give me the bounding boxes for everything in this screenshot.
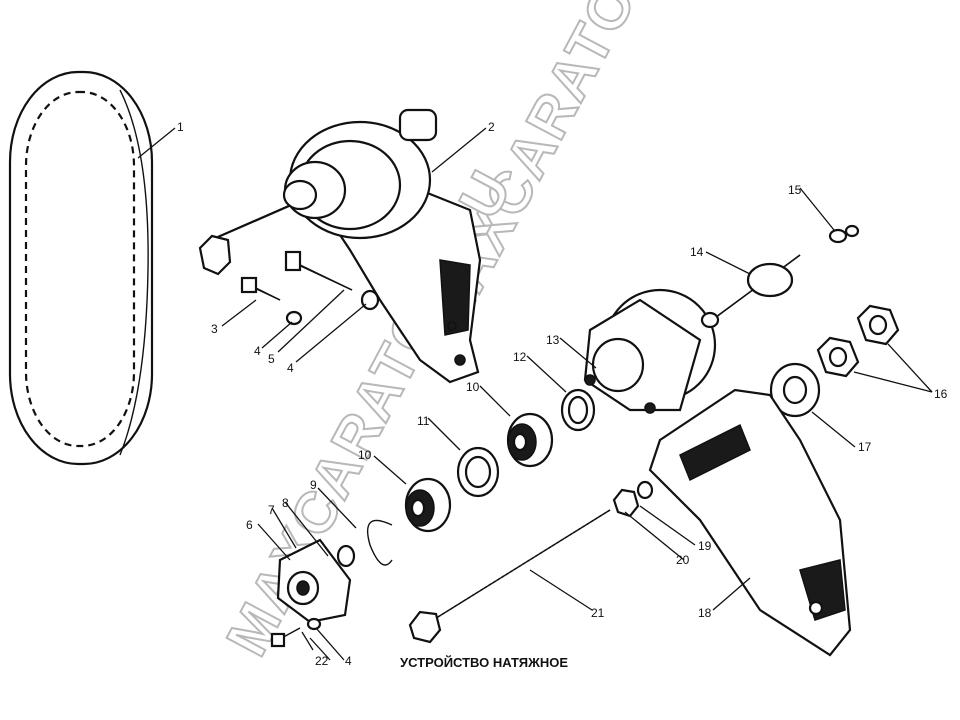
- washer-part-17: [769, 362, 821, 418]
- circlip-part-9: [366, 519, 393, 566]
- nut-part-16a: [856, 304, 900, 346]
- housing-part-13: [583, 288, 717, 414]
- washer-part-19: [636, 480, 654, 500]
- diagram-caption: УСТРОЙСТВО НАТЯЖНОЕ: [400, 655, 568, 670]
- bracket-part-18: [648, 388, 852, 657]
- callout-9: 9: [310, 478, 317, 492]
- callout-22: 22: [315, 654, 329, 668]
- callout-13: 13: [546, 333, 560, 347]
- grease-nipple-part-15: [828, 224, 860, 244]
- callout-4a: 4: [254, 344, 261, 358]
- bolt-part-22: [270, 627, 301, 648]
- bolt-part-3: [240, 276, 281, 301]
- callout-17: 17: [858, 440, 872, 454]
- callout-6: 6: [246, 518, 253, 532]
- callout-14: 14: [690, 245, 704, 259]
- callout-5: 5: [268, 352, 275, 366]
- callout-4b: 4: [287, 361, 294, 375]
- tension-bolt-part-21: [408, 509, 611, 644]
- washer-part-4c: [306, 617, 322, 631]
- ring-part-12: [560, 388, 596, 432]
- callout-4c: 4: [345, 654, 352, 668]
- belt-part-1: [8, 70, 154, 466]
- bearing-part-10b: [404, 477, 452, 533]
- callout-21: 21: [591, 606, 605, 620]
- leader-lines: [137, 127, 933, 661]
- washer-part-8: [336, 544, 356, 568]
- callout-10b: 10: [358, 448, 372, 462]
- pulley-bracket-part-2: [198, 108, 482, 384]
- callout-7: 7: [268, 503, 275, 517]
- bearing-part-10a: [506, 412, 554, 468]
- nut-part-16b: [816, 336, 860, 378]
- callout-labels: 1 2 3 4 5 4 6 7 8 9 10 10 11 12 13 14 15…: [177, 120, 948, 668]
- shaft-part-14: [700, 254, 801, 329]
- cover-part-6: [276, 538, 352, 624]
- callout-3: 3: [211, 322, 218, 336]
- callout-11: 11: [417, 414, 430, 428]
- callout-18: 18: [698, 606, 712, 620]
- nut-part-20: [612, 488, 640, 518]
- washer-part-4b: [360, 289, 380, 311]
- callout-16: 16: [934, 387, 948, 401]
- ring-part-11: [456, 446, 500, 498]
- callout-20: 20: [676, 553, 690, 567]
- callout-12: 12: [513, 350, 527, 364]
- callout-19: 19: [698, 539, 712, 553]
- callout-1: 1: [177, 120, 184, 134]
- callout-8: 8: [282, 496, 289, 510]
- callout-2: 2: [488, 120, 495, 134]
- long-bolt-part-5: [284, 250, 353, 291]
- callout-15: 15: [788, 183, 802, 197]
- spring-washer-part-4: [285, 310, 303, 326]
- callout-10a: 10: [466, 380, 480, 394]
